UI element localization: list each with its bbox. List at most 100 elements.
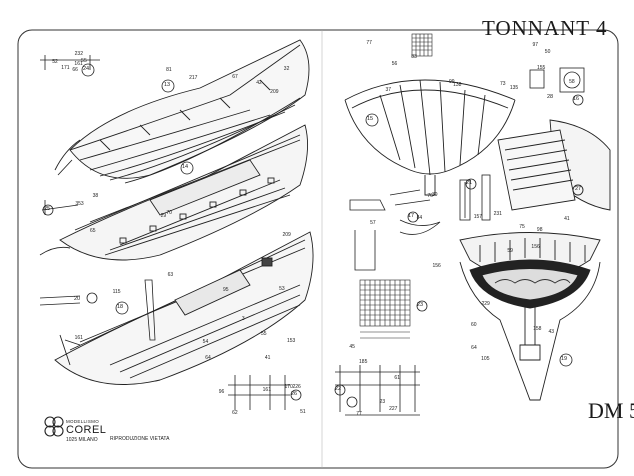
stern-transom-drawing (459, 232, 601, 401)
part-number-label: 41 (264, 354, 271, 361)
grating-bottom (359, 279, 411, 339)
grating-top (411, 33, 433, 57)
part-number-label: 54 (202, 339, 209, 346)
part-number-label: 227 (389, 406, 398, 413)
part-number-label: 65 (90, 227, 96, 234)
part-number-label: 45 (349, 344, 355, 350)
callout-number: 15 (367, 116, 374, 122)
callout-23 (334, 384, 346, 396)
callout-number: 21 (466, 180, 473, 186)
part-number-label: 43 (548, 329, 555, 336)
callout-number: 25 (44, 206, 51, 212)
callout-number: 17 (408, 213, 415, 219)
callout-15 (180, 161, 194, 175)
part-number-label: 64 (205, 354, 211, 361)
brand-tagline: MODELLISMO (66, 419, 100, 424)
fittings-drawing (349, 174, 491, 271)
part-number-label: 76 (427, 192, 433, 199)
part-number-label: 161 (74, 335, 83, 342)
part-number-label: 29 (160, 213, 167, 220)
part-number-label: 185 (359, 358, 368, 365)
hull-drawing-2 (39, 124, 309, 261)
part-number-label: 61 (394, 375, 400, 382)
callout-22 (465, 178, 477, 190)
part-number-label: 70 (166, 210, 172, 217)
part-number-label: 73 (499, 81, 506, 88)
part-number-label: 77 (356, 410, 362, 417)
part-number-label: 157 (473, 214, 483, 221)
copyright-notice: RIPRODUZIONE VIETATA (110, 436, 170, 442)
part-number-label: 23 (379, 399, 386, 406)
hull-drawing-3 (54, 231, 314, 385)
sheet-title: TONNANT 4 (482, 16, 608, 40)
part-number-label: 98 (536, 226, 543, 233)
part-number-label: 57 (370, 220, 376, 227)
part-number-label: 56 (391, 61, 398, 68)
part-number-label: 62 (232, 409, 238, 416)
part-number-label: 135 (509, 84, 519, 91)
part-number-label: 171 (61, 65, 70, 72)
part-number-label: 63 (167, 272, 174, 279)
callout-18 (407, 211, 419, 223)
part-number-label: 209 (270, 89, 279, 96)
part-number-label: 32 (283, 65, 290, 72)
callout-number: 23 (417, 302, 424, 308)
part-number-label: 97 (532, 41, 538, 48)
lantern-parts (529, 67, 585, 106)
part-number-label: 60 (470, 321, 477, 328)
part-number-label: 353 (75, 201, 84, 208)
part-number-label: 156 (531, 243, 540, 250)
part-number-label: 138 (453, 81, 462, 88)
part-number-label: 55 (81, 58, 87, 65)
plate-code: DM 5 (588, 398, 634, 423)
small-parts-left (39, 55, 156, 341)
brand-name: COREL (66, 424, 107, 436)
part-number-label: 66 (72, 67, 78, 74)
part-number-label: 155 (536, 64, 546, 71)
corel-logo-mark (44, 416, 64, 437)
callout-number: 20 (74, 296, 81, 302)
part-number-label: 39 (432, 191, 438, 198)
part-number-label: 158 (533, 326, 542, 333)
part-number-label: 53 (279, 286, 285, 293)
callout-20 (559, 353, 573, 367)
callout-number: 14 (182, 164, 189, 170)
part-number-label: 3 (241, 316, 245, 323)
callout-number: 13 (164, 82, 171, 88)
part-number-label: 217 (189, 74, 198, 81)
part-number-label: 58 (569, 79, 575, 86)
callout-24 (416, 300, 428, 312)
stern-side-drawing (497, 119, 611, 211)
part-number-label: 99 (448, 78, 455, 85)
part-number-label: 231 (493, 211, 502, 218)
part-number-label: 51 (300, 409, 306, 416)
part-number-label: 50 (544, 49, 551, 56)
callout-19 (115, 301, 129, 315)
callout-16 (365, 113, 379, 127)
part-number-label: 161 (262, 387, 271, 394)
stern-frame-drawing (344, 79, 516, 196)
part-number-label: 170 (284, 383, 293, 390)
part-number-label: 105 (481, 355, 490, 362)
part-number-label: 38 (92, 193, 99, 200)
callout-14 (161, 79, 175, 93)
part-number-label: 42 (256, 79, 262, 86)
part-number-label: 81 (166, 67, 172, 74)
hull-drawing-1 (54, 39, 310, 184)
part-number-label: 153 (286, 338, 296, 345)
brand-location: 1025 MILANO (66, 437, 98, 443)
part-number-label: 75 (519, 224, 525, 230)
callout-number: 22 (335, 386, 342, 392)
part-number-label: 37 (385, 86, 392, 93)
callout-number: 24 (83, 66, 90, 72)
part-number-label: 84 (416, 214, 423, 221)
part-number-label: 232 (74, 51, 83, 58)
part-number-label: 41 (564, 216, 570, 223)
part-number-label: 115 (112, 288, 121, 295)
small-parts-bottom-right (335, 365, 420, 416)
part-number-label: 59 (507, 248, 513, 255)
part-number-label: 161 (74, 61, 83, 68)
callout-number: 19 (561, 356, 568, 362)
